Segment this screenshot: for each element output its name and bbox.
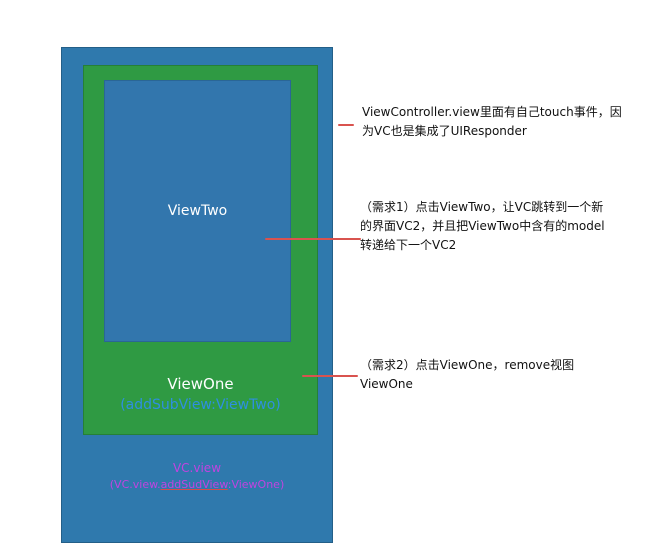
view-two-box[interactable] bbox=[104, 80, 291, 342]
vc-view-sublabel: (VC.view.addSudView:ViewOne) bbox=[61, 478, 333, 491]
note-vc-view-touch: ViewController.view里面有自己touch事件，因为VC也是集成… bbox=[362, 105, 622, 138]
vc-view-label: VC.view bbox=[172, 461, 222, 475]
annotation-marker-vc-view bbox=[338, 124, 354, 126]
vc-view-sub-prefix: (VC.view. bbox=[109, 478, 161, 491]
view-one-label: ViewOne bbox=[167, 375, 234, 393]
annotation-marker-view-one bbox=[302, 375, 358, 377]
note-requirement-2: （需求2）点击ViewOne，remove视图ViewOne bbox=[360, 358, 575, 391]
vc-view-sub-suffix: :ViewOne) bbox=[227, 478, 285, 491]
vc-view-sub-underlined: addSudView bbox=[160, 478, 228, 491]
note-requirement-1: （需求1）点击ViewTwo，让VC跳转到一个新的界面VC2，并且把ViewTw… bbox=[360, 200, 605, 252]
view-one-sublabel: (addSubView:ViewTwo) bbox=[120, 397, 281, 413]
view-two-label: ViewTwo bbox=[167, 203, 228, 219]
annotation-marker-view-two bbox=[265, 238, 361, 240]
